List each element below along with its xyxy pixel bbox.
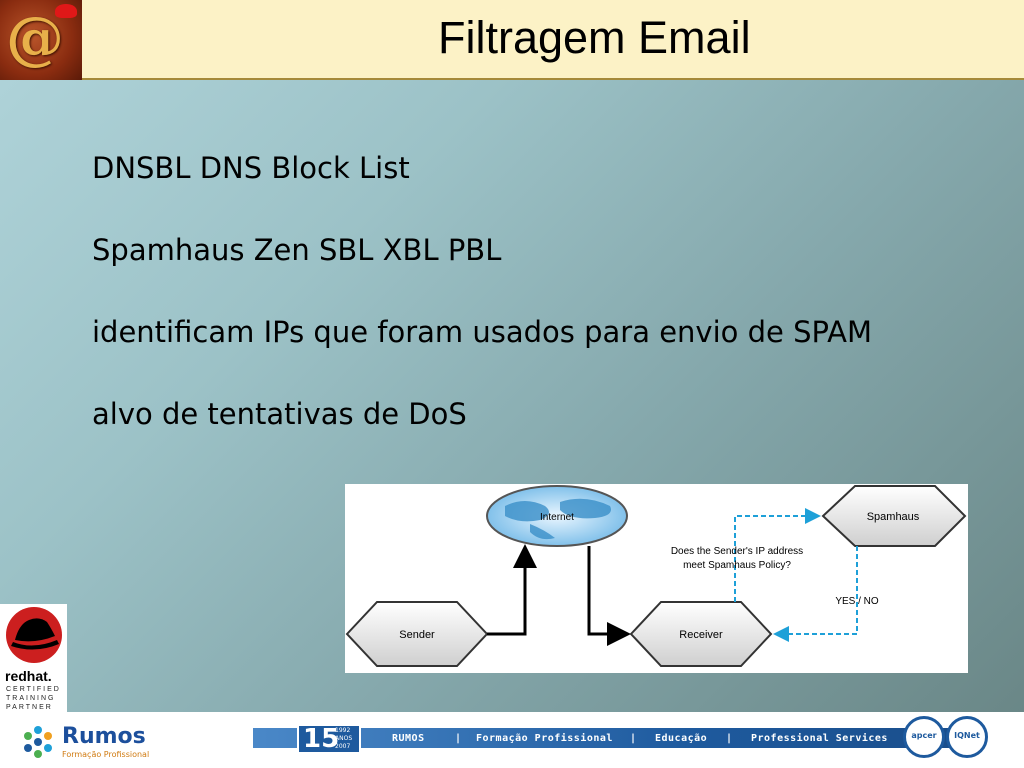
internet-node: Internet bbox=[486, 485, 628, 547]
bar-item-formacao: Formação Profissional bbox=[476, 733, 613, 744]
slide-header: @ Filtragem Email bbox=[0, 0, 1024, 80]
answer-label: YES / NO bbox=[835, 596, 879, 607]
at-sign-glyph: @ bbox=[6, 4, 64, 72]
spamhaus-to-receiver-arrow bbox=[773, 546, 858, 642]
spamhaus-node: Spamhaus bbox=[821, 485, 967, 547]
bar-item-rumos: RUMOS bbox=[392, 733, 425, 744]
iqnet-cert-icon: IQNet bbox=[946, 716, 988, 758]
anniversary-badge: 15 1992 ANOS 2007 bbox=[297, 724, 361, 754]
redhat-shadowman-icon bbox=[6, 607, 62, 663]
redhat-partner-logo: redhat. CERTIFIED TRAINING PARTNER bbox=[0, 604, 67, 714]
list-item: identificam IPs que foram usados para en… bbox=[92, 315, 872, 349]
internet-label: Internet bbox=[540, 512, 574, 523]
sender-node: Sender bbox=[345, 601, 489, 667]
bar-separator: | bbox=[726, 733, 733, 744]
iqnet-label: IQNet bbox=[954, 731, 980, 740]
rumos-tagline: Formação Profissional bbox=[62, 750, 150, 759]
slide-title: Filtragem Email bbox=[438, 12, 751, 63]
receiver-label: Receiver bbox=[679, 629, 723, 641]
spamhaus-flow-diagram: Internet Spamhaus Sender Receiver Does t… bbox=[345, 484, 968, 673]
redhat-certified: CERTIFIED bbox=[6, 686, 61, 693]
apcer-cert-icon: apcer bbox=[903, 716, 945, 758]
at-sign-logo-icon: @ bbox=[0, 0, 82, 80]
badge-years: 1992 ANOS 2007 bbox=[335, 727, 353, 750]
spamhaus-label: Spamhaus bbox=[867, 511, 920, 523]
question-line-1: Does the Sender's IP address bbox=[671, 546, 803, 557]
rumos-name: Rumos bbox=[62, 724, 146, 749]
footer-bar bbox=[253, 728, 983, 748]
bullet-list: DNSBL DNS Block List Spamhaus Zen SBL XB… bbox=[92, 148, 932, 476]
sender-to-internet-arrow bbox=[487, 544, 537, 636]
rumos-dots-icon bbox=[24, 726, 52, 758]
bar-item-services: Professional Services bbox=[751, 733, 888, 744]
question-line-2: meet Spamhaus Policy? bbox=[683, 560, 791, 571]
bar-separator: | bbox=[630, 733, 637, 744]
internet-to-receiver-arrow bbox=[587, 546, 631, 646]
redhat-training: TRAINING bbox=[6, 695, 56, 702]
receiver-node: Receiver bbox=[629, 601, 773, 667]
bar-item-educacao: Educação bbox=[655, 733, 708, 744]
list-item: alvo de tentativas de DoS bbox=[92, 397, 467, 431]
redhat-partner: PARTNER bbox=[6, 704, 53, 711]
slide-footer: Rumos Formação Profissional 15 1992 ANOS… bbox=[0, 712, 1024, 768]
red-hat-mini-icon bbox=[55, 4, 77, 18]
bar-separator: | bbox=[455, 733, 462, 744]
redhat-wordmark: redhat. bbox=[5, 668, 52, 684]
sender-label: Sender bbox=[399, 629, 435, 641]
apcer-label: apcer bbox=[911, 731, 937, 740]
list-item: Spamhaus Zen SBL XBL PBL bbox=[92, 233, 502, 267]
receiver-to-spamhaus-arrow bbox=[734, 508, 821, 602]
badge-number: 15 bbox=[303, 724, 340, 754]
list-item: DNSBL DNS Block List bbox=[92, 151, 410, 185]
